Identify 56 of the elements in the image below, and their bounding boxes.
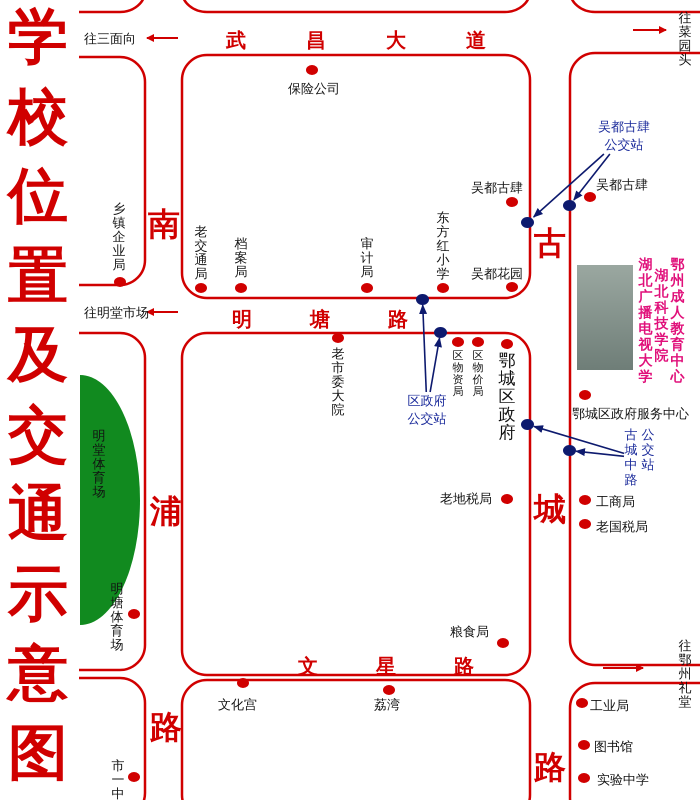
leader-arrow	[573, 154, 611, 201]
place-label: 文化宫	[218, 697, 257, 714]
leader-arrow	[575, 448, 624, 458]
place-label: 图书馆	[594, 739, 633, 756]
place-label: 鄂城区政府	[498, 352, 516, 442]
place-label: 区物价局	[472, 350, 484, 398]
place-label: 鄂城区政府服务中心	[572, 406, 689, 423]
leader-arrow	[419, 304, 428, 392]
bus-stop-dot	[563, 200, 576, 211]
road-name: 路	[150, 707, 182, 748]
place-label: 吴都古肆	[596, 177, 648, 194]
bus-stop-dot	[434, 327, 447, 338]
place-label: 实验中学	[597, 772, 649, 789]
bus-stop-label: 公交站	[641, 428, 655, 473]
place-label: 明堂体育场	[92, 430, 106, 500]
place-label: 东方红小学	[436, 212, 450, 282]
place-label: 区物资局	[452, 350, 464, 398]
place-label: 荔湾	[374, 697, 400, 714]
place-label: 老地税局	[440, 491, 492, 508]
bus-stop-dot	[563, 445, 576, 456]
place-label: 老市委大院	[331, 348, 345, 418]
bus-stop-label: 区政府公交站	[403, 392, 451, 428]
map-title: 学校位置及交通示意图	[6, 1, 69, 790]
school-label: 湖北科技学院	[654, 268, 669, 364]
place-label: 审计局	[360, 238, 374, 280]
place-label: 市一中	[111, 760, 125, 800]
school-label: 湖北广播电视大学	[638, 257, 653, 385]
road-name: 路	[534, 747, 566, 788]
place-label: 往明堂市场	[84, 305, 149, 322]
school-label: 鄂州成人教育中心	[670, 257, 685, 385]
place-label: 老国税局	[596, 519, 648, 536]
place-label: 档案局	[234, 238, 248, 280]
place-label: 工业局	[590, 698, 629, 715]
place-label: 工商局	[596, 494, 635, 511]
place-label: 乡镇企业局	[112, 203, 126, 273]
leader-arrow	[533, 425, 624, 454]
bus-stop-dot	[416, 294, 429, 305]
road-name: 南	[148, 204, 180, 245]
place-label: 吴都古肆	[471, 180, 523, 197]
place-label: 老交通局	[194, 226, 208, 282]
road-name: 古	[534, 223, 566, 264]
leader-arrow	[429, 337, 442, 392]
place-label: 吴都花园	[471, 266, 523, 283]
road-name: 城	[534, 489, 566, 530]
place-label: 往菜园头	[678, 12, 692, 68]
place-label: 保险公司	[288, 81, 340, 98]
bus-stop-label: 吴都古肆公交站	[594, 118, 654, 154]
bus-stop-dot	[521, 419, 534, 430]
bus-stop-label: 古城中路	[624, 428, 638, 488]
road-name: 武昌大道	[226, 27, 546, 54]
bus-stop-dot	[521, 217, 534, 228]
leader-arrow	[532, 153, 604, 218]
road-name: 明塘路	[232, 306, 466, 333]
road-name: 浦	[150, 491, 182, 532]
place-label: 往三面向	[84, 31, 136, 48]
place-label: 粮食局	[450, 624, 489, 641]
